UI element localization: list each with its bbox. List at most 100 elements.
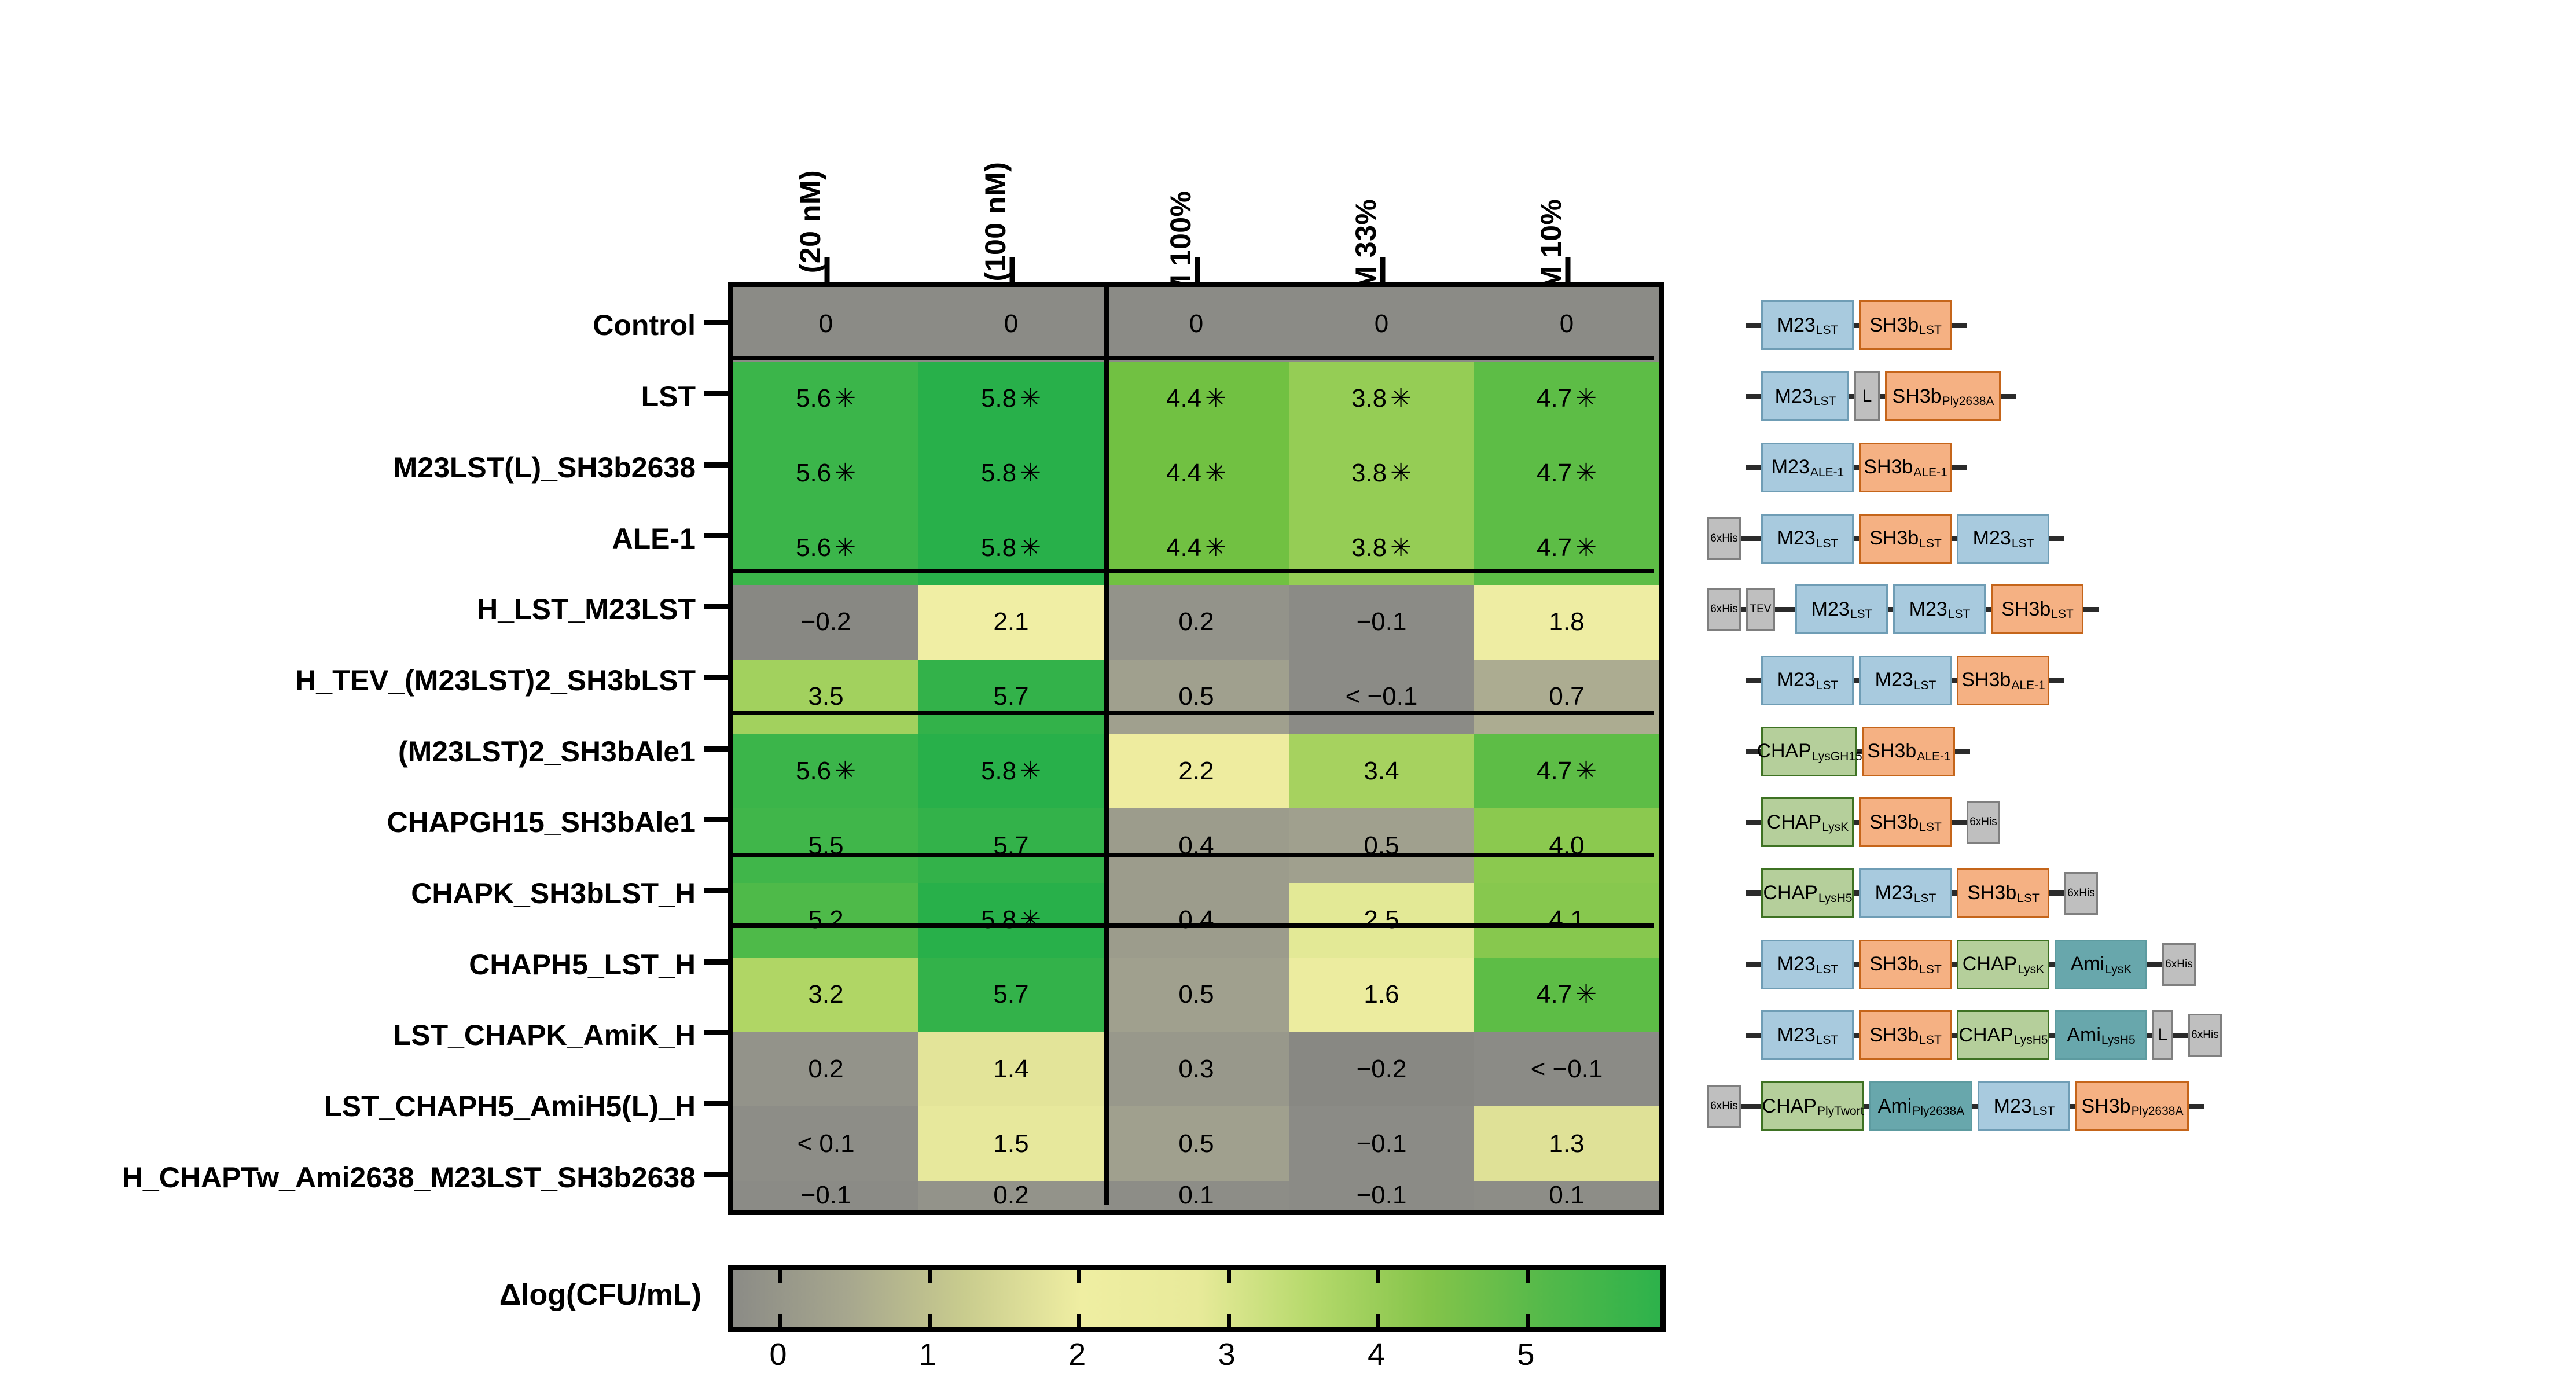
c-terminus-line [2173, 1032, 2188, 1038]
heatmap-cell: 0.7 [1474, 659, 1659, 734]
domain-subscript: LysH5 [2101, 1033, 2136, 1047]
significance-marker-icon: ✳ [1020, 384, 1042, 413]
heatmap-cell: 4.7✳ [1474, 957, 1659, 1032]
significance-marker-icon: ✳ [1020, 458, 1042, 487]
colorbar-tick-label: 3 [1218, 1337, 1236, 1372]
heatmap-cell-value: 0 [1559, 310, 1574, 338]
heatmap-cell: 0.4 [1104, 883, 1289, 958]
domain-box-6xhis: 6xHis [1707, 588, 1741, 631]
significance-marker-icon: ✳ [1575, 384, 1597, 413]
heatmap-cell: < −0.1 [1474, 1032, 1659, 1107]
row-label-10: CHAPH5_LST_H [469, 948, 696, 981]
heatmap-cell-value: −0.2 [800, 608, 851, 636]
heatmap-cell-value: 0.1 [1178, 1181, 1214, 1209]
domain-subscript: LST [2032, 1105, 2055, 1118]
c-terminus-line [2147, 962, 2162, 967]
heatmap-cell: 4.1 [1474, 883, 1659, 958]
connector-line [1952, 678, 1957, 683]
heatmap-cell-value: 5.7 [993, 980, 1029, 1009]
heatmap-cell-value: 1.5 [993, 1129, 1029, 1158]
domain-subscript: ALE-1 [2011, 678, 2045, 692]
significance-marker-icon: ✳ [1575, 756, 1597, 785]
heatmap-cell-value: 4.7 [1536, 756, 1572, 785]
row-label-8: CHAPGH15_SH3bAle1 [387, 806, 696, 839]
domain-name: 6xHis [1969, 816, 1997, 829]
domain-subscript: ALE-1 [1810, 465, 1844, 479]
n-terminus-line [1746, 890, 1761, 896]
row-label-2: LST [641, 380, 696, 413]
heatmap-cell: < −0.1 [1289, 659, 1474, 734]
heatmap-cell-value: 0.2 [1178, 608, 1214, 636]
colorbar-tick-mark [778, 1270, 782, 1283]
connector-line [1857, 749, 1862, 754]
heatmap-cell: 3.8✳ [1289, 510, 1474, 585]
c-terminus-line [1955, 749, 1970, 754]
domain-box-l: L [1854, 371, 1880, 422]
heatmap-cell-value: 2.5 [1364, 906, 1399, 934]
domain-subscript: LST [1919, 323, 1942, 337]
row-tick-mark [704, 320, 728, 326]
connector-line [1854, 1032, 1859, 1038]
heatmap-cell: 5.6✳ [733, 436, 918, 511]
heatmap-cell: 3.4 [1289, 734, 1474, 809]
domain-name: M23 [1909, 598, 1947, 620]
significance-marker-icon: ✳ [1390, 533, 1412, 562]
row-tick-mark [704, 533, 728, 539]
domain-name: M23 [1777, 953, 1816, 976]
colorbar-tick-mark [1077, 1270, 1082, 1283]
heatmap-cell-value: 5.7 [993, 682, 1029, 711]
row-tick-mark [704, 746, 728, 752]
n-terminus-line [1780, 606, 1795, 612]
heatmap-cell: −0.1 [733, 1181, 918, 1210]
domain-subscript: Ply2638A [2131, 1105, 2184, 1118]
domain-subscript: LysK [1822, 820, 1849, 834]
heatmap-cell: 0.3 [1104, 1032, 1289, 1107]
heatmap-cell-value: −0.1 [1356, 608, 1407, 636]
heatmap-cell: 0.2 [733, 1032, 918, 1107]
heatmap-cell: 0 [1289, 287, 1474, 362]
row-group-divider [728, 355, 1654, 360]
heatmap-cell-value: 4.7 [1536, 533, 1572, 562]
domain-name: SH3b [1892, 385, 1942, 407]
connector-line [2147, 1032, 2152, 1038]
domain-name: 6xHis [2191, 1029, 2219, 1041]
heatmap-cell-value: 1.3 [1549, 1129, 1585, 1158]
row-tick-mark [704, 888, 728, 893]
domain-box-tev: TEV [1746, 588, 1775, 631]
heatmap-cell: 4.4✳ [1104, 436, 1289, 511]
connector-line [1854, 536, 1859, 541]
heatmap-cell: 0.4 [1104, 808, 1289, 883]
domain-name: SH3b [1967, 882, 2017, 904]
c-terminus-line [1952, 819, 1967, 825]
domain-subscript: ALE-1 [1913, 465, 1947, 479]
heatmap-cell-value: 0 [1004, 310, 1019, 338]
row-label-3: M23LST(L)_SH3b2638 [393, 451, 696, 484]
n-terminus-line [1746, 393, 1761, 399]
heatmap-cell-value: −0.1 [1356, 1181, 1407, 1209]
domain-subscript: LST [1919, 1033, 1942, 1047]
heatmap-cell: 0.2 [918, 1181, 1104, 1210]
connector-line [1880, 393, 1885, 399]
connector-line [1854, 678, 1859, 683]
domain-subscript: LST [1816, 536, 1839, 550]
row-tick-mark [704, 1172, 728, 1177]
domain-subscript: LysGH15 [1811, 749, 1862, 763]
heatmap-cell-value: 0.5 [1178, 1129, 1214, 1158]
domain-subscript: PlyTwort [1817, 1105, 1864, 1118]
row-label-11: LST_CHAPK_AmiK_H [393, 1019, 696, 1052]
